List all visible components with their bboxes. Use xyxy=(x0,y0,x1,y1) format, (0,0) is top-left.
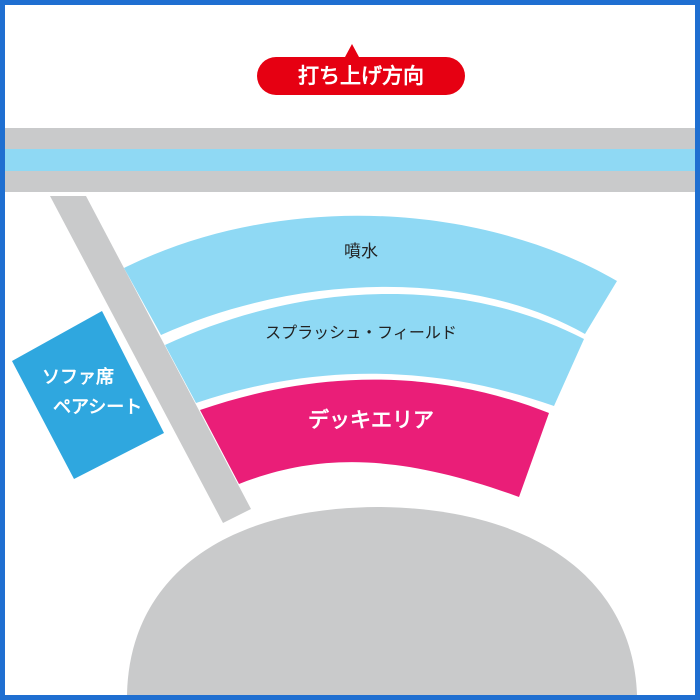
fountain-area: 噴水 xyxy=(124,215,617,335)
fountain-label: 噴水 xyxy=(344,242,378,262)
launch-direction-marker: 打ち上げ方向 xyxy=(257,44,465,95)
sofa-pair-seat-zone xyxy=(12,311,164,479)
deck-area-zone xyxy=(200,379,549,497)
fountain-zone xyxy=(124,215,617,335)
sofa-seat-label: ソファ席 xyxy=(42,366,114,388)
splash-field-area: スプラッシュ・フィールド xyxy=(165,293,584,406)
deck-area-label: デッキエリア xyxy=(308,408,434,432)
launch-direction-label: 打ち上げ方向 xyxy=(298,64,424,88)
launch-direction-badge xyxy=(257,57,465,95)
diagonal-walkway xyxy=(50,196,251,523)
top-road xyxy=(5,128,695,192)
deck-area: デッキエリア xyxy=(200,379,549,497)
sofa-pair-seat-area: ソファ席 ペアシート xyxy=(12,311,164,479)
splash-field-label: スプラッシュ・フィールド xyxy=(265,323,457,342)
launch-arrow-icon xyxy=(345,44,359,57)
splash-field-zone xyxy=(165,293,584,406)
pair-seat-label: ペアシート xyxy=(53,397,142,418)
top-road-water-band xyxy=(5,149,695,171)
seating-map-svg: 打ち上げ方向 噴水 スプラッシュ・フィールド デッキエリア ソファ席 ペアシート xyxy=(5,44,695,695)
main-building xyxy=(127,507,637,695)
